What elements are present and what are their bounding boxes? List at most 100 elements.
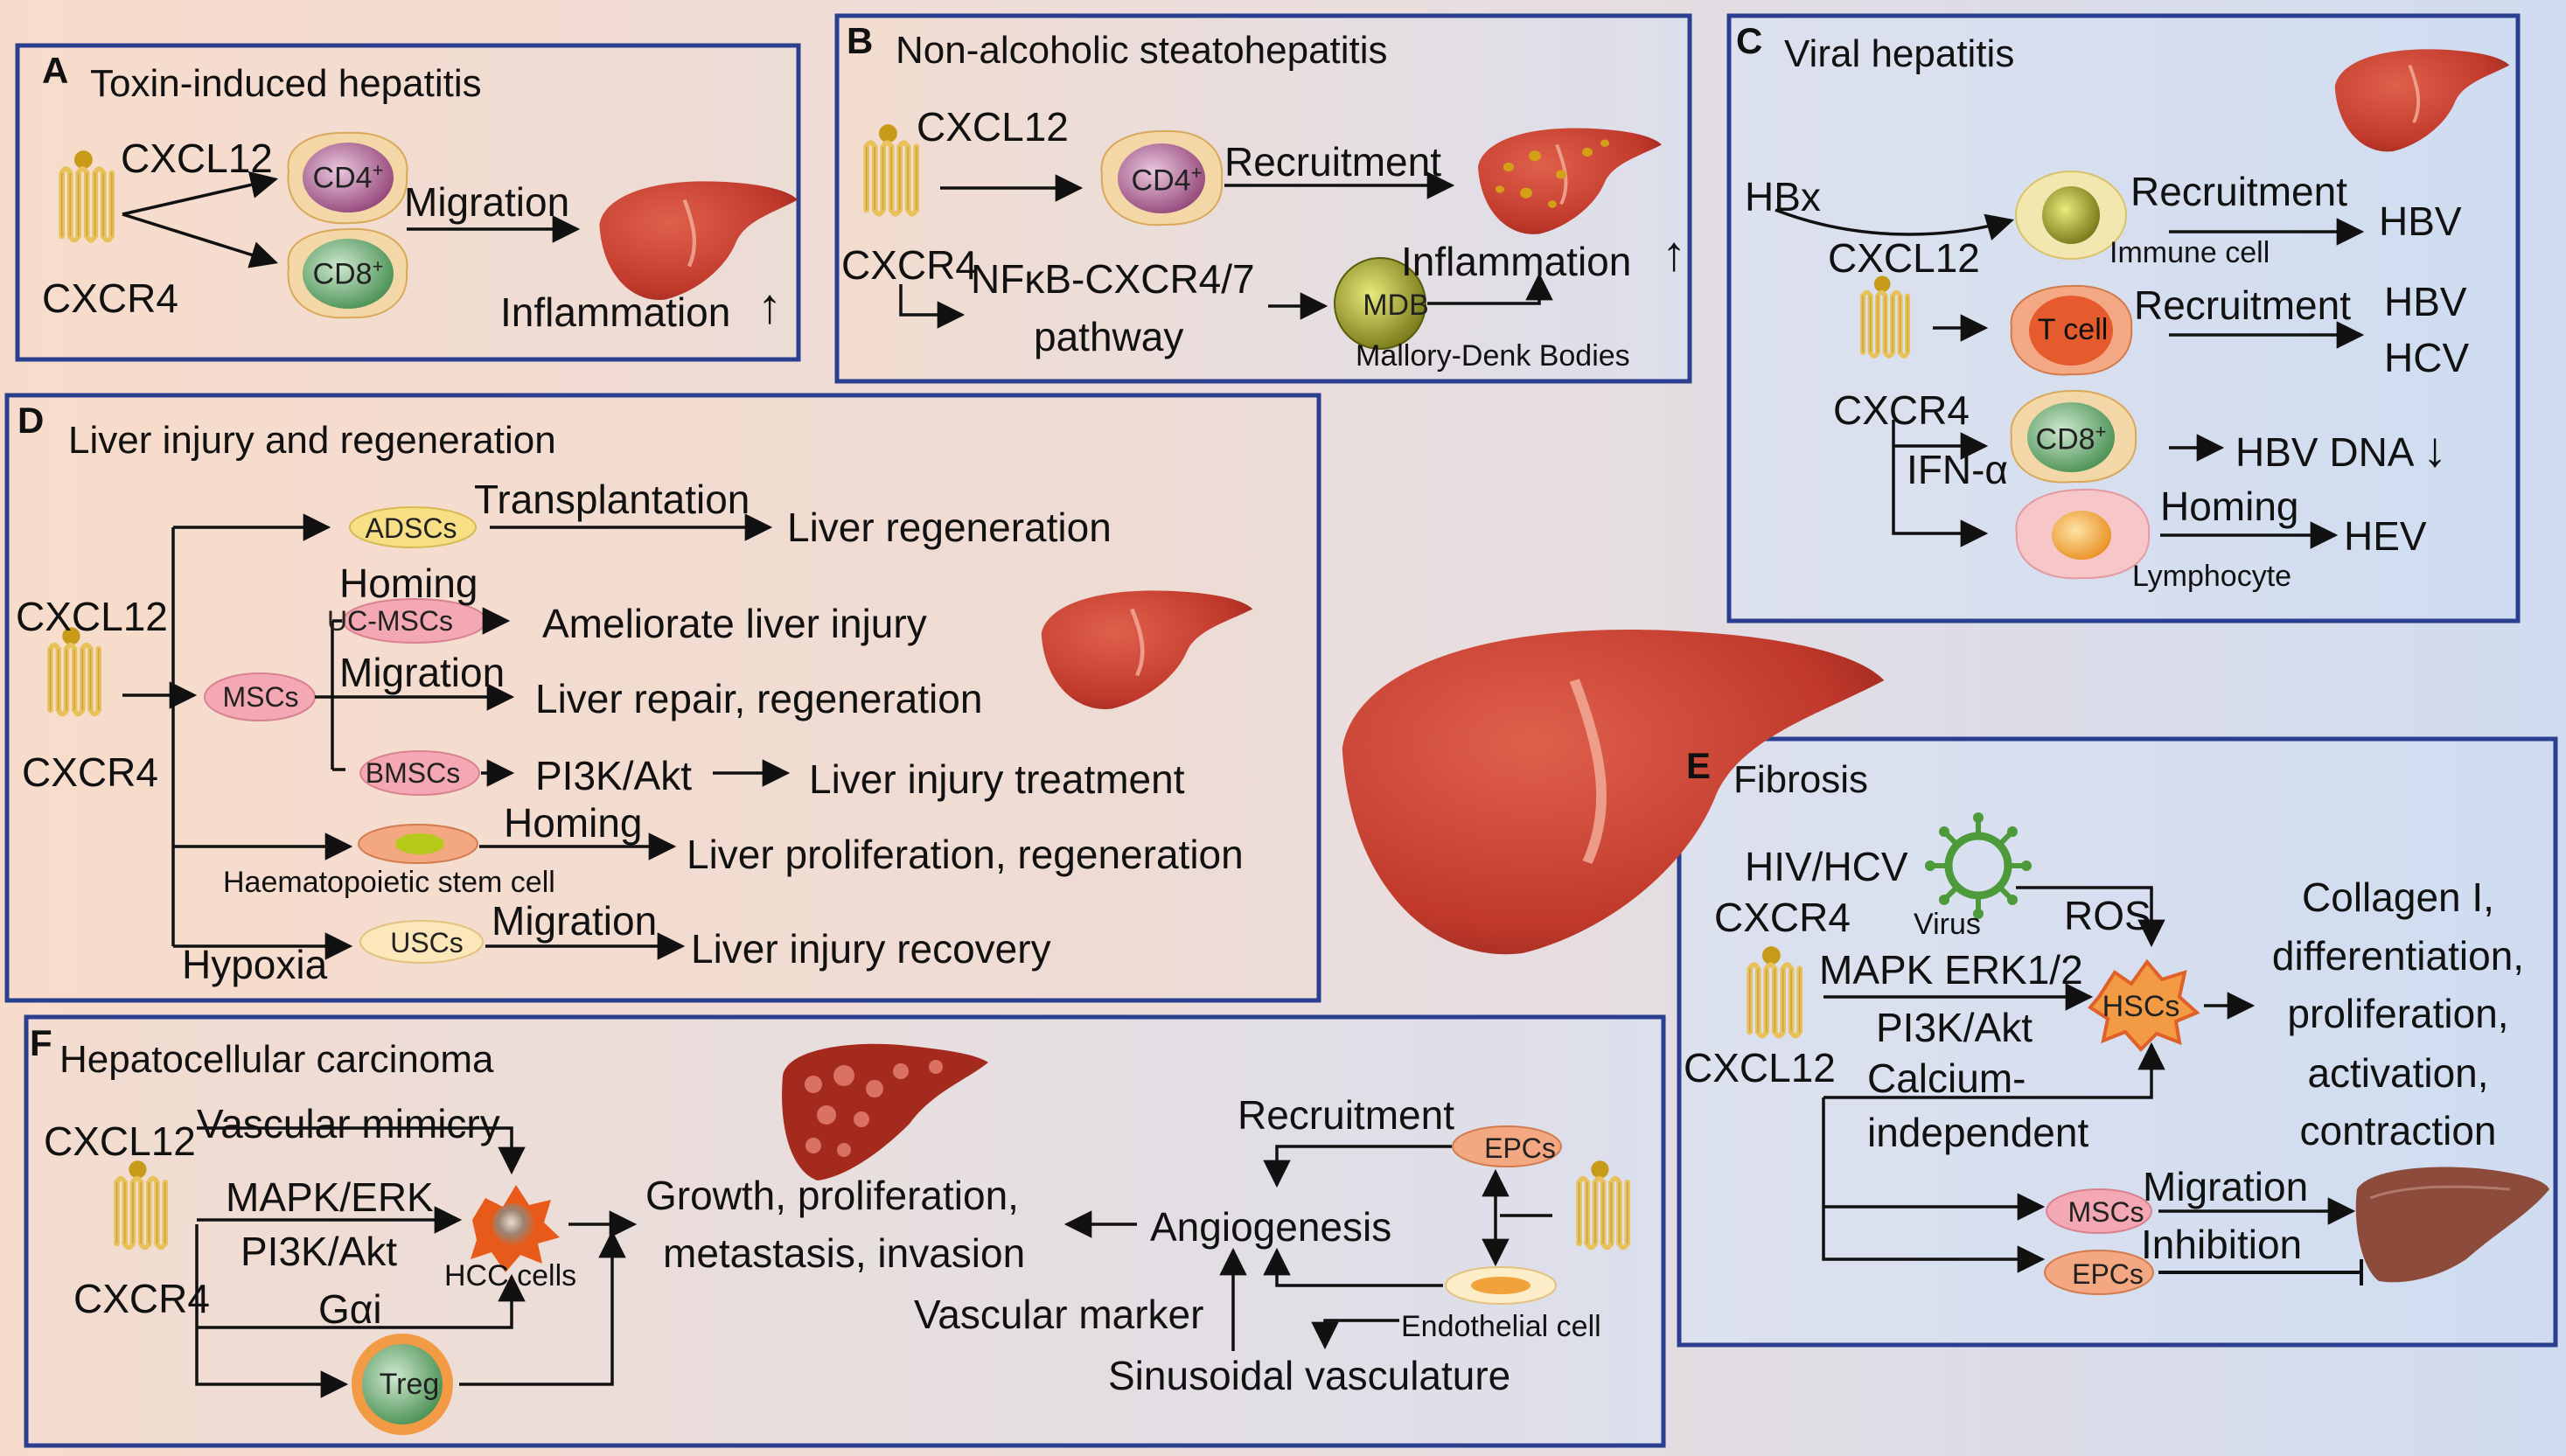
panel-e-pi3k: PI3K/Akt bbox=[1876, 1005, 2033, 1050]
panel-d-liver-regeneration: Liver regeneration bbox=[787, 505, 1112, 550]
panel-f-sinusoidal: Sinusoidal vasculature bbox=[1108, 1353, 1511, 1398]
panel-e-ros: ROS bbox=[2064, 893, 2151, 938]
panel-f-title: Hepatocellular carcinoma bbox=[59, 1038, 494, 1081]
panel-d-homing-2: Homing bbox=[504, 800, 643, 846]
panel-e-letter: E bbox=[1686, 745, 1712, 786]
panel-d-uscs: USCs bbox=[390, 927, 464, 958]
panel-d-hsc-caption: Haematopoietic stem cell bbox=[223, 866, 555, 899]
panel-c-ligand: CXCL12 bbox=[1828, 235, 1980, 281]
panel-c-t-cell-label: T cell bbox=[2037, 313, 2109, 346]
panel-d-pi3k: PI3K/Akt bbox=[535, 753, 692, 798]
panel-b-outcome: Inflammation bbox=[1401, 239, 1632, 284]
panel-e-receptor: CXCR4 bbox=[1714, 895, 1851, 940]
panel-b-ligand: CXCL12 bbox=[917, 104, 1069, 150]
panel-d-adscs: ADSCs bbox=[365, 512, 457, 544]
panel-b-cd4-label: CD4+ bbox=[1131, 162, 1203, 198]
panel-f-epcs: EPCs bbox=[1484, 1132, 1556, 1164]
panel-c-recruitment-2: Recruitment bbox=[2134, 282, 2351, 328]
panel-a-title: Toxin-induced hepatitis bbox=[90, 62, 482, 105]
panel-d-migration-2: Migration bbox=[492, 898, 658, 944]
panel-c-cd8-label: CD8+ bbox=[2035, 421, 2107, 456]
panel-b-recruitment: Recruitment bbox=[1224, 139, 1441, 185]
panel-a-letter: A bbox=[42, 50, 69, 91]
panel-b-letter: B bbox=[847, 20, 874, 61]
panel-f-letter: F bbox=[30, 1022, 52, 1063]
panel-d-migration-1: Migration bbox=[339, 650, 506, 695]
panel-f-recruitment: Recruitment bbox=[1238, 1092, 1454, 1138]
panel-c-hbv-1: HBV bbox=[2379, 199, 2462, 244]
panel-a-cd4-label: CD4+ bbox=[312, 159, 384, 195]
panel-c-hbx: HBx bbox=[1745, 174, 1821, 219]
panel-e-mapk: MAPK ERK1/2 bbox=[1819, 947, 2083, 993]
panel-c-immune-caption: Immune cell bbox=[2109, 236, 2270, 269]
panel-f-pi3k: PI3K/Akt bbox=[241, 1229, 397, 1274]
panel-f-hcc-caption: HCC cells bbox=[444, 1259, 577, 1292]
panel-c-hbv-2: HBV bbox=[2384, 279, 2467, 324]
panel-d-ucmscs: UC-MSCs bbox=[327, 605, 453, 637]
panel-a-receptor: CXCR4 bbox=[42, 275, 178, 321]
panel-e-outcome-2: differentiation, bbox=[2271, 933, 2525, 979]
panel-c-ifn: IFN-α bbox=[1907, 447, 2009, 492]
panel-c-title: Viral hepatitis bbox=[1784, 32, 2015, 75]
panel-d-ameliorate: Ameliorate liver injury bbox=[542, 601, 927, 646]
panel-c-homing: Homing bbox=[2160, 484, 2299, 529]
panel-d-bmscs: BMSCs bbox=[365, 757, 461, 789]
panel-f-gai: Gαi bbox=[318, 1286, 382, 1332]
panel-e-outcome-1: Collagen I, bbox=[2302, 874, 2494, 920]
panel-f-growth-1: Growth, proliferation, bbox=[645, 1173, 1019, 1218]
panel-f-growth-2: metastasis, invasion bbox=[663, 1230, 1026, 1276]
panel-c-hbv-dna: HBV DNA bbox=[2235, 429, 2415, 475]
panel-e-epcs: EPCs bbox=[2072, 1258, 2144, 1290]
panel-c-recruitment-1: Recruitment bbox=[2130, 169, 2347, 214]
panel-d-title: Liver injury and regeneration bbox=[68, 419, 556, 462]
panel-e-outcome-3: proliferation, bbox=[2287, 991, 2509, 1036]
panel-e-title: Fibrosis bbox=[1733, 758, 1869, 801]
increase-arrow-icon: ↑ bbox=[1662, 226, 1686, 281]
panel-e-outcome-5: contraction bbox=[2299, 1108, 2497, 1153]
panel-d-transplantation: Transplantation bbox=[474, 477, 750, 522]
panel-c-letter: C bbox=[1736, 20, 1763, 61]
panel-e-calcium-1: Calcium- bbox=[1867, 1055, 2026, 1101]
panel-e-virus-caption: Virus bbox=[1914, 908, 1981, 941]
panel-d-ligand: CXCL12 bbox=[16, 594, 168, 639]
panel-d-liver-repair: Liver repair, regeneration bbox=[535, 676, 983, 721]
panel-a-migration: Migration bbox=[404, 179, 570, 225]
panel-b-receptor: CXCR4 bbox=[841, 242, 978, 288]
panel-a-ligand: CXCL12 bbox=[121, 136, 273, 181]
panel-c-hev: HEV bbox=[2344, 513, 2427, 559]
panel-d-letter: D bbox=[17, 400, 45, 441]
panel-e-hiv: HIV/HCV bbox=[1745, 844, 1908, 889]
panel-d-liver-proliferation: Liver proliferation, regeneration bbox=[687, 832, 1244, 877]
panel-f-treg: Treg bbox=[379, 1368, 440, 1401]
panel-a-cd8-label: CD8+ bbox=[312, 255, 384, 291]
panel-b-title: Non-alcoholic steatohepatitis bbox=[896, 29, 1388, 72]
panel-f-receptor: CXCR4 bbox=[73, 1276, 210, 1321]
panel-d-mscs: MSCs bbox=[222, 681, 299, 713]
panel-b-mdb-label: MDB bbox=[1363, 289, 1429, 322]
panel-e-calcium-2: independent bbox=[1867, 1110, 2089, 1155]
panel-f-angiogenesis: Angiogenesis bbox=[1150, 1204, 1392, 1250]
panel-d-treatment: Liver injury treatment bbox=[809, 756, 1185, 802]
panel-a-outcome: Inflammation bbox=[500, 289, 731, 335]
panel-c-receptor: CXCR4 bbox=[1833, 387, 1970, 433]
decrease-arrow-icon: ↓ bbox=[2423, 421, 2447, 477]
panel-c-lymphocyte-caption: Lymphocyte bbox=[2132, 560, 2292, 593]
panel-f-vascular-mimicry: Vascular mimicry bbox=[197, 1101, 500, 1146]
panel-e-inhibition: Inhibition bbox=[2141, 1222, 2303, 1267]
panel-f-endothelial: Endothelial cell bbox=[1401, 1310, 1601, 1343]
panel-b-pathway-line-2: pathway bbox=[1034, 314, 1184, 359]
panel-e-mscs: MSCs bbox=[2067, 1196, 2144, 1228]
panel-b-pathway-line-1: NFκB-CXCR4/7 bbox=[971, 256, 1255, 302]
panel-e-outcome-4: activation, bbox=[2307, 1050, 2489, 1096]
panel-c-hcv: HCV bbox=[2384, 335, 2470, 380]
panel-f-vascular-marker: Vascular marker bbox=[914, 1292, 1204, 1337]
panel-e-ligand: CXCL12 bbox=[1684, 1045, 1836, 1090]
increase-arrow-icon: ↑ bbox=[757, 278, 782, 333]
panel-d-recovery: Liver injury recovery bbox=[691, 926, 1051, 972]
panel-f-ligand: CXCL12 bbox=[44, 1118, 196, 1164]
panel-e-migration: Migration bbox=[2143, 1164, 2309, 1209]
panel-f-mapk: MAPK/ERK bbox=[226, 1174, 434, 1220]
panel-e-hscs: HSCs bbox=[2102, 990, 2180, 1023]
panel-b-mdb-caption: Mallory-Denk Bodies bbox=[1356, 339, 1630, 373]
